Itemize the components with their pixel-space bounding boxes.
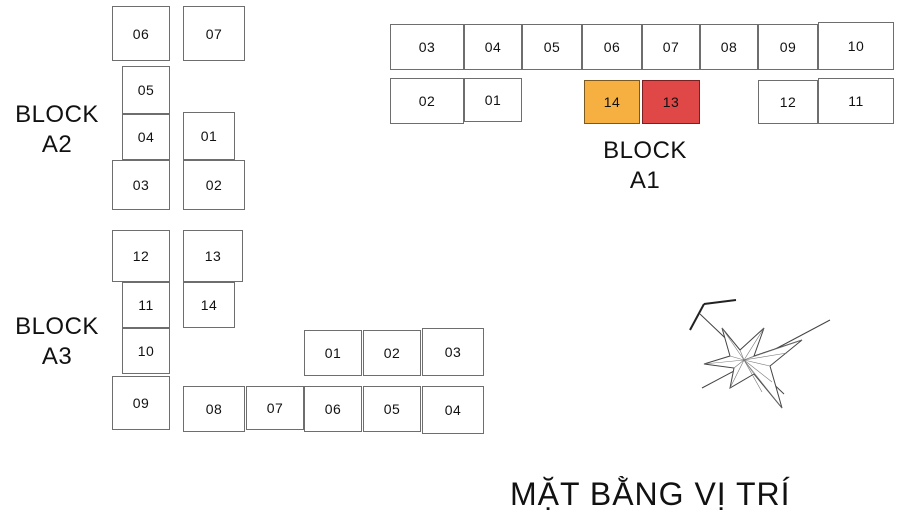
- unit-a3-01[interactable]: 01: [304, 330, 362, 376]
- unit-a3-09[interactable]: 09: [112, 376, 170, 430]
- block-a2-label-line1: BLOCK: [15, 101, 99, 128]
- block-a3-label: BLOCK A3: [2, 312, 112, 372]
- unit-a2-06[interactable]: 06: [112, 6, 170, 61]
- unit-a1-02[interactable]: 02: [390, 78, 464, 124]
- block-a3-label-line1: BLOCK: [15, 313, 99, 340]
- unit-a3-11[interactable]: 11: [122, 282, 170, 328]
- block-a2-label-line2: A2: [41, 131, 73, 158]
- unit-a1-01[interactable]: 01: [464, 78, 522, 122]
- unit-a1-13-highlighted[interactable]: 13: [642, 80, 700, 124]
- unit-a1-07[interactable]: 07: [642, 24, 700, 70]
- unit-a3-07[interactable]: 07: [246, 386, 304, 430]
- unit-a3-13[interactable]: 13: [183, 230, 243, 282]
- unit-a3-03[interactable]: 03: [422, 328, 484, 376]
- unit-a1-14-highlighted[interactable]: 14: [584, 80, 640, 124]
- unit-a3-12[interactable]: 12: [112, 230, 170, 282]
- unit-a1-12[interactable]: 12: [758, 80, 818, 124]
- north-arrow-compass-icon: [689, 299, 831, 409]
- unit-a1-06[interactable]: 06: [582, 24, 642, 70]
- unit-a3-10[interactable]: 10: [122, 328, 170, 374]
- unit-a2-01[interactable]: 01: [183, 112, 235, 160]
- unit-a2-07[interactable]: 07: [183, 6, 245, 61]
- unit-a3-14[interactable]: 14: [183, 282, 235, 328]
- unit-a1-04[interactable]: 04: [464, 24, 522, 70]
- unit-a2-04[interactable]: 04: [122, 114, 170, 160]
- unit-a1-09[interactable]: 09: [758, 24, 818, 70]
- block-a2-label: BLOCK A2: [2, 100, 112, 160]
- page-title: MẶT BẰNG VỊ TRÍ: [510, 476, 791, 512]
- block-a1-label-line1: BLOCK: [603, 137, 687, 164]
- unit-a1-03[interactable]: 03: [390, 24, 464, 70]
- unit-a3-05[interactable]: 05: [363, 386, 421, 432]
- unit-a2-02[interactable]: 02: [183, 160, 245, 210]
- unit-a1-08[interactable]: 08: [700, 24, 758, 70]
- unit-a1-11[interactable]: 11: [818, 78, 894, 124]
- block-a1-label-line2: A1: [629, 167, 661, 194]
- unit-a3-08[interactable]: 08: [183, 386, 245, 432]
- unit-a3-02[interactable]: 02: [363, 330, 421, 376]
- unit-a1-05[interactable]: 05: [522, 24, 582, 70]
- unit-a2-03[interactable]: 03: [112, 160, 170, 210]
- block-a1-label: BLOCK A1: [580, 136, 710, 196]
- unit-a1-10[interactable]: 10: [818, 22, 894, 70]
- unit-a3-04[interactable]: 04: [422, 386, 484, 434]
- unit-a3-06[interactable]: 06: [304, 386, 362, 432]
- unit-a2-05[interactable]: 05: [122, 66, 170, 114]
- block-a3-label-line2: A3: [41, 343, 73, 370]
